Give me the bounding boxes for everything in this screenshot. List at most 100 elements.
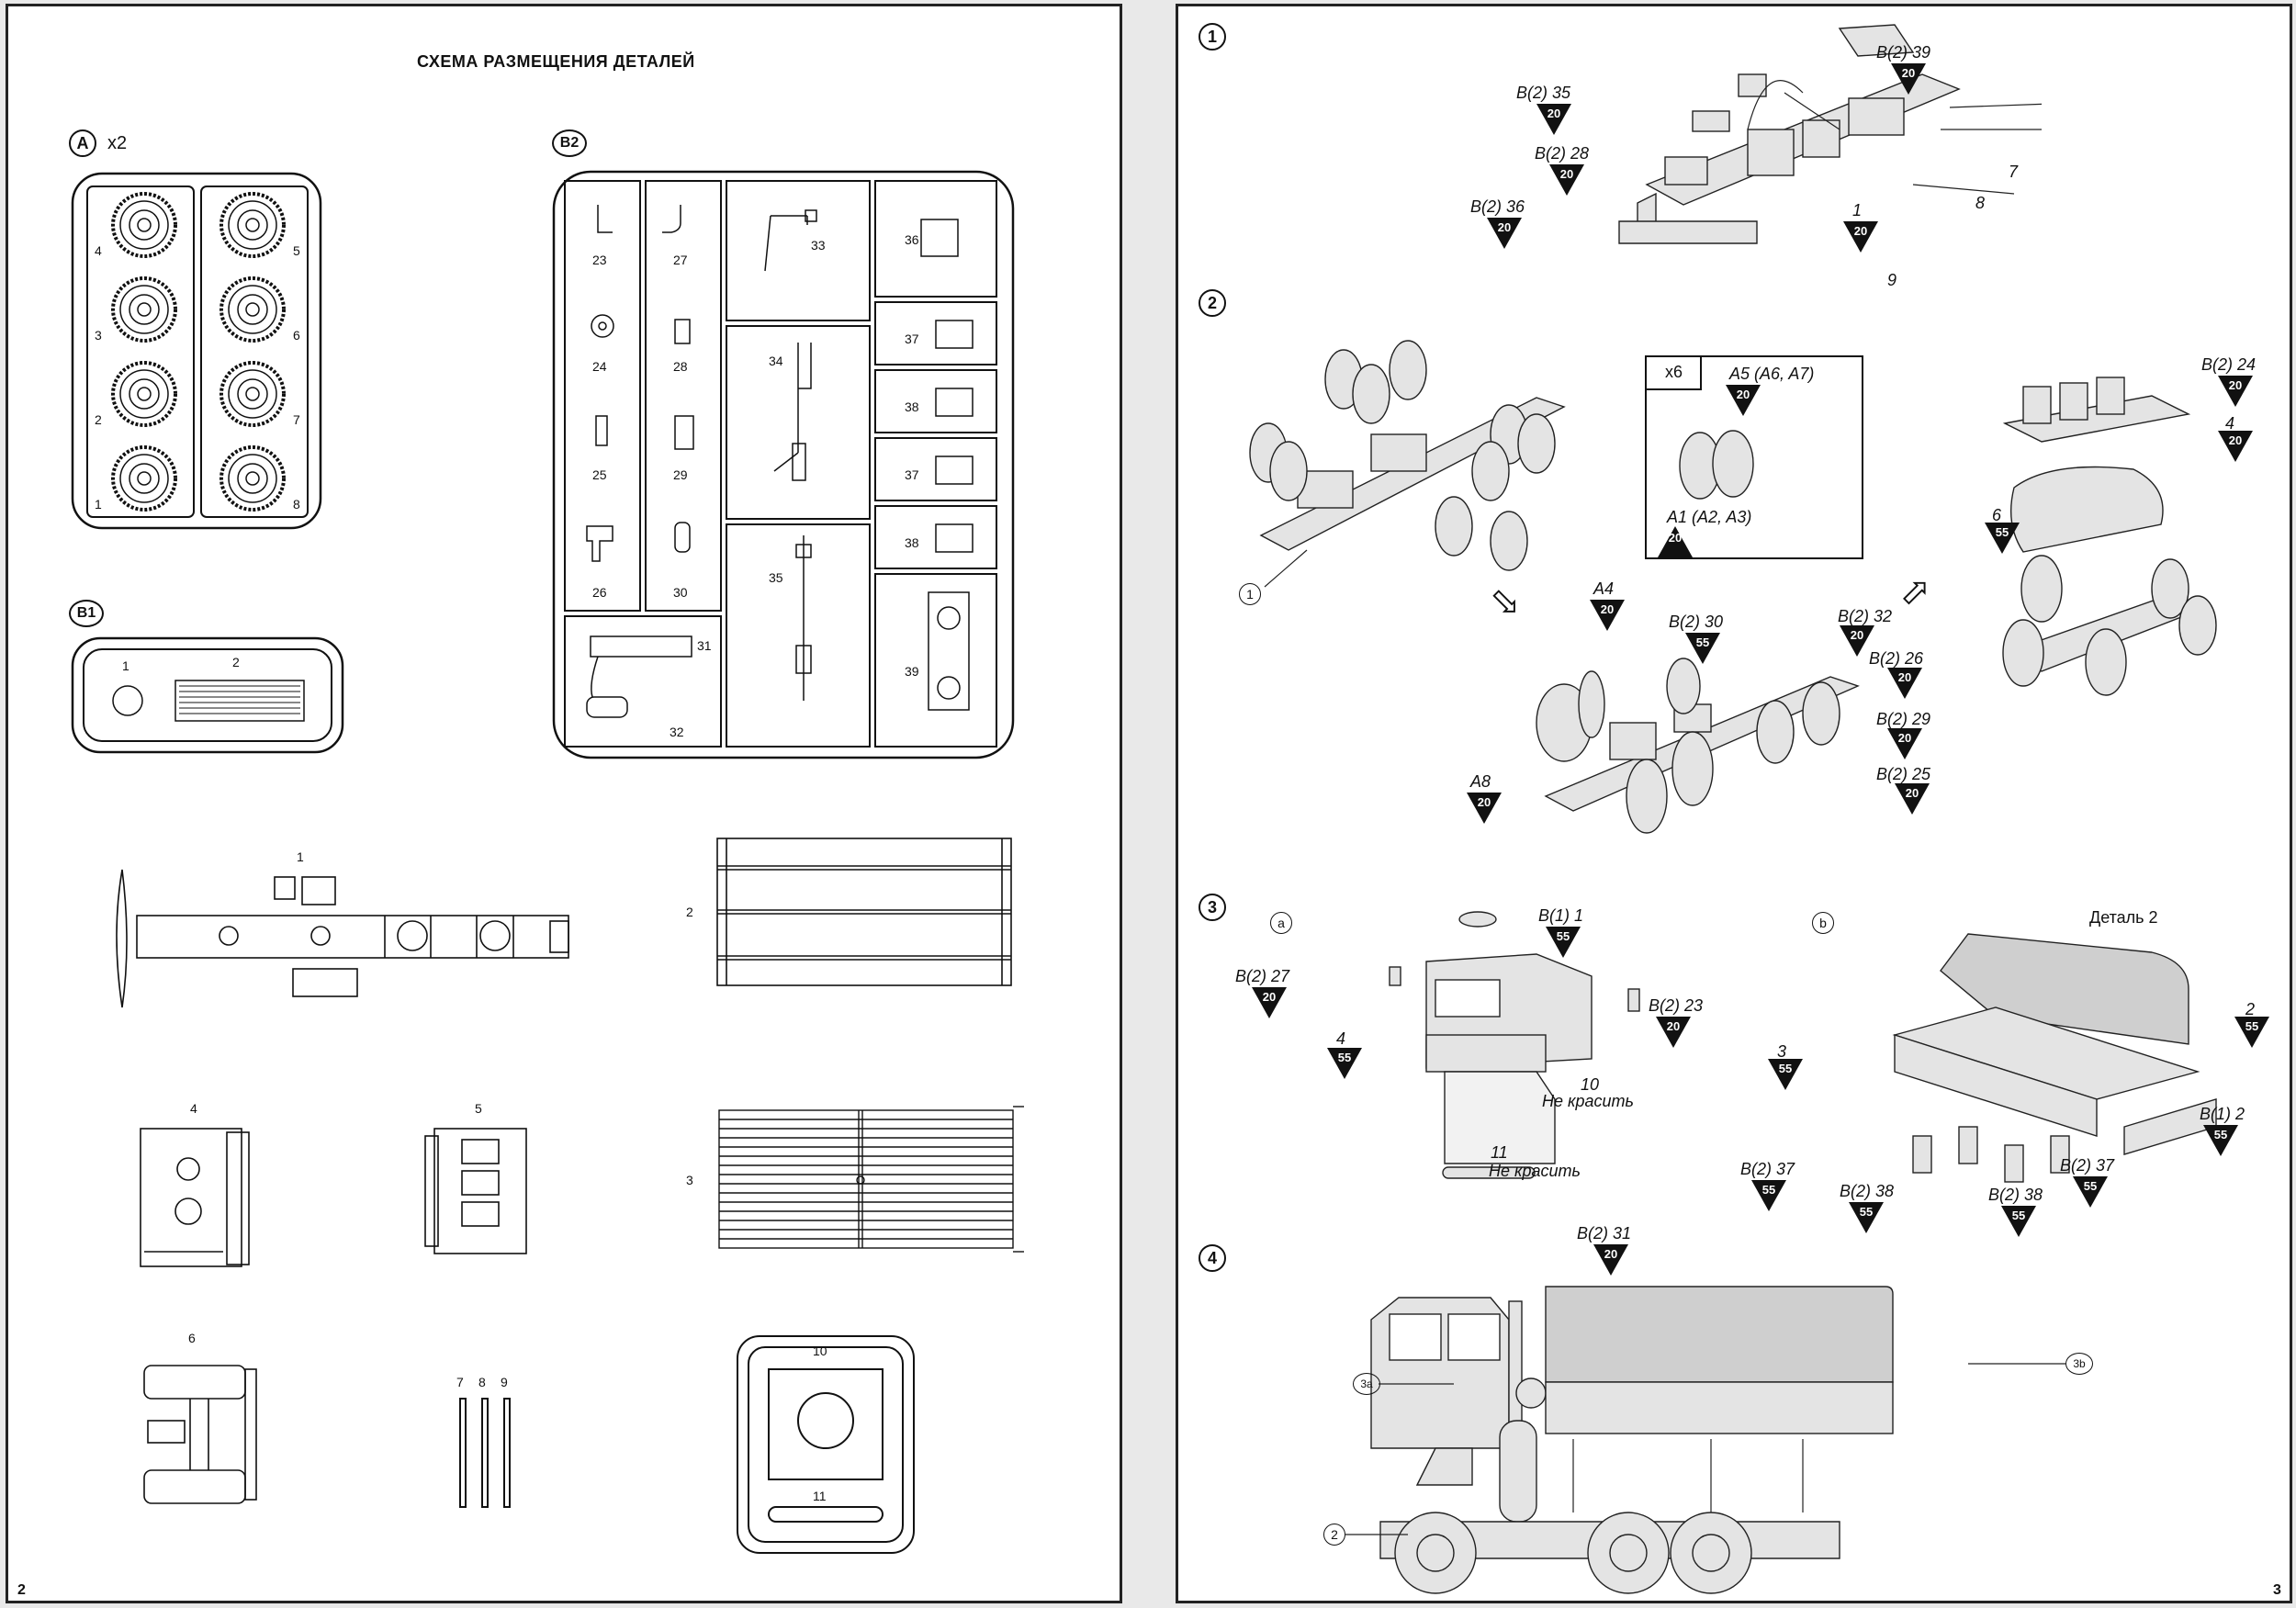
part-label: 2 [686,905,693,919]
part-callout: A4 [1593,579,1615,598]
sprue-b2-num: 23 [592,253,607,267]
paint-code-badge: 55 [1751,1180,1786,1211]
part-callout: B(2) 29 [1876,710,1931,728]
step-number-marker: 1 [1199,23,1226,51]
part-label: 5 [475,1101,482,1116]
part-label: 11 [813,1489,827,1503]
step2-seats-assembly [2002,377,2217,696]
clear-parts-sprue [737,1335,915,1554]
sprue-b2-num: 30 [673,585,688,600]
paint-code-badge: 20 [1891,63,1926,95]
paint-code-badge: 20 [1658,526,1693,557]
part-callout: B(2) 37 [2060,1156,2115,1175]
part-callout: A8 [1470,772,1491,791]
part-callout: B(2) 37 [1740,1160,1795,1178]
part-label: 3 [686,1173,693,1187]
page-title: СХЕМА РАЗМЕЩЕНИЯ ДЕТАЛЕЙ [417,52,695,71]
sprue-b2-num: 27 [673,253,688,267]
cab-roof-drawing [140,1128,250,1267]
part-callout: 9 [1887,271,1897,289]
part-label: 6 [188,1331,196,1345]
part-callout: 10 [1581,1075,1600,1094]
sprue-b1-diagram [71,636,344,754]
part-label: 10 [813,1344,827,1358]
sub-step-marker: b [1812,912,1834,934]
sprue-a-num: 3 [95,328,102,343]
cab-rear-drawing [424,1128,527,1254]
sprue-a-num: 1 [95,497,102,512]
part-callout: 4 [1336,1029,1346,1048]
part-callout: B(1) 1 [1538,906,1584,925]
sprue-b2-num: 38 [905,399,919,414]
page-number: 2 [17,1582,26,1598]
part-note: Не красить [1542,1092,1635,1110]
part-callout: 6 [1992,506,2002,524]
step-number-marker: 2 [1199,289,1226,317]
sprue-a-num: 4 [95,243,102,258]
sprue-a-num: 5 [293,243,300,258]
sprue-b2-num: 29 [673,467,688,482]
left-page: СХЕМА РАЗМЕЩЕНИЯ ДЕТАЛЕЙ A x2 4 3 2 1 5 … [6,4,1122,1603]
step2-chassis-with-wheels [1536,658,1860,834]
paint-code-badge: 20 [1593,1244,1628,1276]
sprue-b1-marker: B1 [69,600,104,627]
sprue-a-num: 7 [293,412,300,427]
sprue-b2-num: 38 [905,535,919,550]
sprue-a-num: 8 [293,497,300,512]
part-callout: 4 [2225,414,2235,433]
paint-code-badge: 20 [1536,104,1571,135]
leader-lines [1264,549,2065,1535]
paint-code-badge: 55 [1327,1048,1362,1079]
sprue-a-num: 6 [293,328,300,343]
paint-code-badge: 20 [1252,987,1287,1018]
sub-assembly-reference: 2 [1323,1524,1345,1546]
paint-code-badge: 55 [1985,523,2020,554]
paint-code-badge: 20 [1840,625,1874,657]
paint-code-badge: 20 [1467,793,1502,824]
part-callout: B(2) 36 [1470,197,1525,216]
part-callout: B(2) 25 [1876,765,1931,783]
sprue-b2-num: 33 [811,238,826,253]
inset-multiplier: x6 [1665,363,1683,381]
part-callout: 11 [1491,1143,1508,1162]
paint-code-badge: 20 [1895,783,1930,815]
sprue-b2-num: 34 [769,354,783,368]
right-page: 1 2 3 4 B(2) 39 20 B(2) 35 20 B(2) 28 20… [1176,4,2292,1603]
sprue-b2-num: 31 [697,638,712,653]
step2-wheel-assembly-drawing [1249,340,1566,571]
sprue-b1-num: 1 [122,658,129,673]
sprue-b2-num: 37 [905,467,919,482]
wheel-inset-box [1645,355,1863,559]
part-callout: B(2) 38 [1988,1186,2043,1204]
part-callout: 7 [2009,163,2019,181]
paint-code-badge: 20 [1590,600,1625,631]
part-callout: B(2) 38 [1840,1182,1895,1200]
paint-code-badge: 20 [1843,221,1878,253]
sprue-b2-num: 39 [905,664,919,679]
paint-code-badge: 55 [2073,1176,2108,1208]
sprue-b2-num: 26 [592,585,607,600]
step-number-marker: 3 [1199,894,1226,921]
sprue-a-num: 2 [95,412,102,427]
sprue-b2-num: 36 [905,232,919,247]
paint-code-badge: 20 [1549,164,1584,196]
part-label: 8 [478,1375,486,1389]
part-callout: 2 [2245,1000,2256,1018]
paint-code-badge: 55 [1849,1202,1884,1233]
step1-chassis-drawing [1618,24,2042,244]
sprue-a-marker: A [69,129,96,157]
sprue-b2-marker: B2 [552,129,587,157]
sprue-b2-num: 37 [905,332,919,346]
part-label: 4 [190,1101,197,1116]
paint-code-badge: 55 [1768,1059,1803,1090]
paint-code-badge: 20 [1726,385,1761,416]
part-label: 9 [501,1375,508,1389]
sprue-b2-num: 25 [592,467,607,482]
step-number-marker: 4 [1199,1244,1226,1272]
paint-code-badge: 20 [1887,668,1922,699]
part-callout: B(2) 23 [1649,996,1704,1015]
sprue-b2-diagram [552,170,1015,759]
paint-code-badge: 55 [2234,1017,2269,1048]
rod-parts-drawing [459,1398,511,1508]
decal-callout: Деталь 2 [2089,908,2158,927]
